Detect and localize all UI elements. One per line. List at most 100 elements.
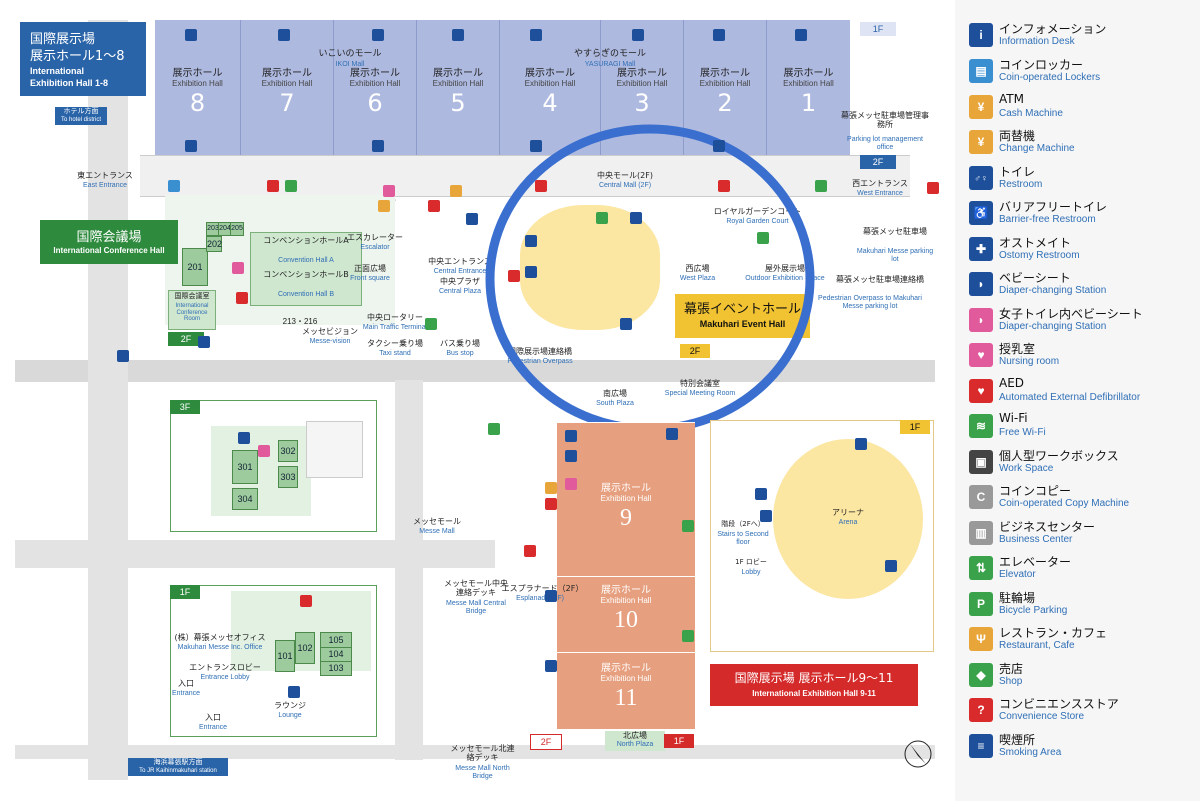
barrier-free-icon	[238, 432, 250, 444]
restroom-icon	[530, 29, 542, 41]
road-messe-mall	[395, 380, 423, 760]
bus-stop-label-en: Bus stop	[446, 350, 474, 357]
arena[interactable]: アリーナ Arena	[773, 439, 923, 599]
banner-halls-1-8-en2: Exhibition Hall 1-8	[30, 78, 109, 88]
messe-mall-label: メッセモール	[413, 517, 461, 526]
floor-tag-1f-north: 1F	[664, 734, 694, 748]
legend-label-jp: 喫煙所	[999, 733, 1036, 747]
elevator-icon	[682, 520, 694, 532]
room-105[interactable]: 105	[320, 632, 352, 648]
convenience-store-icon: ?	[969, 698, 993, 722]
north-plaza-label: 北広場	[623, 731, 647, 740]
international-conference-room[interactable]: 国際会議室 International Conference Room	[168, 290, 216, 330]
legend-label-jp: コンビニエンスストア	[999, 697, 1119, 711]
room-301[interactable]: 301	[232, 450, 258, 484]
ostomy-icon: ✚	[969, 237, 993, 261]
room-103[interactable]: 103	[320, 660, 352, 676]
hall-label-en: Exhibition Hall	[432, 79, 484, 88]
diaper-icon: ◗	[969, 272, 993, 296]
aed-icon: ♥	[969, 379, 993, 403]
legend-label-en: Ostomy Restroom	[999, 250, 1080, 261]
room-201[interactable]: 201	[182, 248, 208, 286]
messe-parking-label-en: Makuhari Messe parking lot	[856, 248, 934, 263]
exhibition-hall-6[interactable]: 展示ホール Exhibition Hall 6	[334, 20, 417, 155]
escalator-label-en: Escalator	[360, 244, 390, 251]
room-104[interactable]: 104	[320, 646, 352, 662]
convention-hall-b-label: コンベンションホールB	[263, 270, 349, 279]
restroom-icon: ♂♀	[969, 166, 993, 190]
convention-halls[interactable]: コンベンションホールA Convention Hall A コンベンションホール…	[250, 232, 362, 306]
exhibition-hall-9[interactable]: 展示ホール Exhibition Hall 9	[557, 422, 695, 576]
restaurant-icon	[378, 200, 390, 212]
exhibition-hall-5[interactable]: 展示ホール Exhibition Hall 5	[417, 20, 500, 155]
central-entrance-label: 中央エントランス	[428, 257, 492, 266]
room-205[interactable]: 205	[230, 222, 244, 236]
north-bridge-label: メッセモール北連絡デッキ	[450, 744, 515, 762]
banner-event-hall: 幕張イベントホール Makuhari Event Hall	[675, 294, 810, 338]
room-101[interactable]: 101	[275, 640, 295, 672]
special-meeting-label-en: Special Meeting Room	[664, 390, 736, 397]
exhibition-hall-1[interactable]: 展示ホール Exhibition Hall 1	[767, 20, 850, 155]
info-icon	[466, 213, 478, 225]
legend-label-en: Information Desk	[999, 36, 1075, 47]
traffic-terminal-label-en: Main Traffic Terminal	[362, 324, 428, 331]
road-horizontal	[15, 360, 935, 382]
locker-icon	[168, 180, 180, 192]
hall-label-en: Exhibition Hall	[524, 79, 576, 88]
bicycle-icon	[757, 232, 769, 244]
legend-label-jp: レストラン・カフェ	[999, 626, 1108, 640]
hall-label-jp: 展示ホール	[350, 68, 400, 79]
station-direction-en: To JR Kaihinmakuhari station	[139, 768, 217, 774]
restroom-icon	[666, 428, 678, 440]
restroom-icon	[372, 29, 384, 41]
exhibition-hall-8[interactable]: 展示ホール Exhibition Hall 8	[155, 20, 241, 155]
lounge-label-en: Lounge	[278, 712, 302, 719]
exhibition-hall-10[interactable]: 展示ホール Exhibition Hall 10	[557, 576, 695, 652]
legend-label-en: Cash Machine	[999, 108, 1063, 119]
restroom-icon	[545, 590, 557, 602]
legend-label-jp: インフォメーション	[999, 22, 1107, 36]
aed-icon	[927, 182, 939, 194]
room-304[interactable]: 304	[232, 488, 258, 510]
legend-label-en: Elevator	[999, 569, 1036, 580]
restroom-icon	[565, 430, 577, 442]
floor-tag-2f-north: 2F	[530, 734, 562, 750]
legend-item-copy: C コインコピー Coin-operated Copy Machine	[969, 482, 1199, 516]
legend-label-en: Business Center	[999, 534, 1073, 545]
road-bottom	[15, 745, 935, 759]
royal-garden-label: ロイヤルガーデンコート	[713, 207, 802, 216]
exhibition-hall-4[interactable]: 展示ホール Exhibition Hall 4	[500, 20, 601, 155]
arena-label: アリーナ	[832, 508, 864, 517]
legend-label-jp: 両替機	[999, 129, 1036, 143]
legend-label-jp: Wi-Fi	[999, 411, 1028, 425]
legend-label-en: Barrier-free Restroom	[999, 214, 1096, 225]
legend-label-en: Automated External Defibrillator	[999, 392, 1141, 403]
room-303[interactable]: 303	[278, 466, 298, 488]
overpass-parking-label: 幕張メッセ駐車場連絡橋	[836, 275, 924, 284]
exhibition-hall-7[interactable]: 展示ホール Exhibition Hall 7	[241, 20, 334, 155]
hall-label-en: Exhibition Hall	[600, 494, 652, 503]
legend-label-en: Smoking Area	[999, 747, 1062, 758]
intl-conf-room-label-en: International Conference Room	[175, 303, 209, 323]
barrier-free-icon	[372, 140, 384, 152]
exhibition-hall-11[interactable]: 展示ホール Exhibition Hall 11	[557, 652, 695, 729]
hall-label-en: Exhibition Hall	[600, 596, 652, 605]
room-302[interactable]: 302	[278, 440, 298, 462]
messe-parking-label: 幕張メッセ駐車場	[863, 227, 927, 236]
lounge-label: ラウンジ	[274, 701, 306, 710]
floor-tag-2f: 2F	[860, 155, 896, 169]
wifi-icon: ≋	[969, 414, 993, 438]
stairs-label-en: Stairs to Second floor	[717, 531, 769, 546]
entrance-2-label-en: Entrance	[198, 724, 228, 731]
road-horizontal-lower	[15, 540, 495, 568]
room-102[interactable]: 102	[295, 632, 315, 664]
barrier-free-icon	[198, 336, 210, 348]
makuhari-event-hall[interactable]	[520, 205, 660, 330]
smoking-icon	[620, 318, 632, 330]
atrium	[306, 421, 363, 478]
front-square-label: 正面広場	[354, 264, 386, 273]
smoking-icon	[630, 212, 642, 224]
hall-label-en: Exhibition Hall	[600, 674, 652, 683]
room-202[interactable]: 202	[206, 236, 222, 252]
entrance-2-label: 入口	[205, 713, 221, 722]
